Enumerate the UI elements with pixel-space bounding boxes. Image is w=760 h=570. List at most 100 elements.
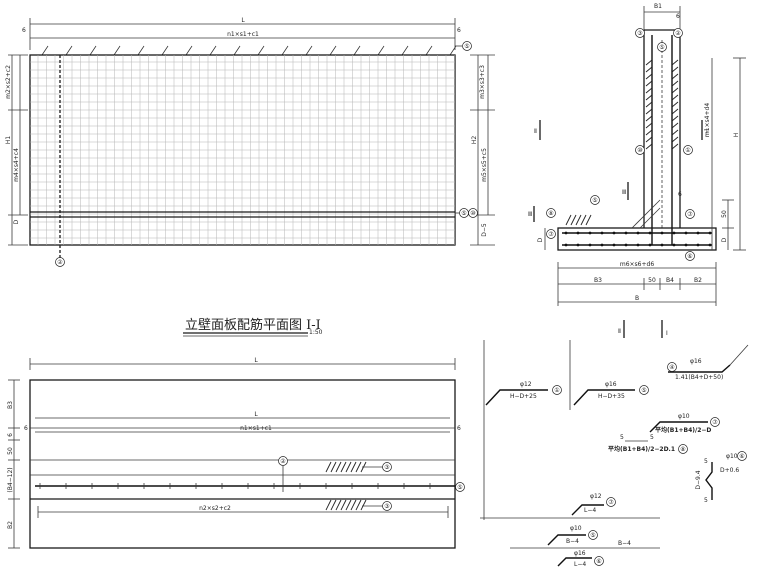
- sec-mark-1a: Ⅰ: [706, 128, 708, 135]
- detail-1-id: [552, 385, 562, 395]
- sec-mark-3b: Ⅲ: [528, 211, 532, 218]
- elev-end-mark-left: 6: [22, 27, 26, 34]
- plan-lap-hatch: [325, 461, 367, 511]
- sec-callout-8: [546, 208, 556, 218]
- detail-9-len: L−4: [574, 561, 586, 568]
- detail-8-id-label: ⑤: [590, 532, 595, 539]
- sec-mark-2a: Ⅱ: [534, 128, 537, 135]
- sec-dim-inner: m1×s4+d4: [704, 103, 711, 137]
- plan-view: L L n1×s1+c1 6 6 n2×s2+c2 B3 6 50 (B4−1: [7, 357, 465, 549]
- detail-9-id: [594, 556, 604, 566]
- sec-callout-5top-label: ⑤: [659, 44, 664, 51]
- detail-5-id: [737, 451, 747, 461]
- sec-dim-b2: B2: [694, 277, 702, 284]
- detail-extra-5d: 5: [704, 497, 708, 504]
- detail-2-id-label: ⑤: [641, 387, 646, 394]
- sec-callout-10: [635, 145, 645, 155]
- plan-callout-3a: [382, 462, 392, 472]
- plan-left-b2: B2: [7, 521, 14, 529]
- plan-callout-3b: [382, 501, 392, 511]
- detail-3-dia: φ16: [690, 358, 702, 365]
- plan-dim-inner: n1×s1+c1: [240, 425, 272, 432]
- elev-callout-5a-label: ⑤: [464, 43, 469, 50]
- sec-callout-7b: [685, 209, 695, 219]
- elev-bottom-right2: D−5: [481, 223, 488, 237]
- detail-4-id-label: ⑦: [712, 419, 718, 426]
- detail-2-dia: φ16: [605, 381, 617, 388]
- elev-left-top: m2×s2+c2: [5, 65, 12, 99]
- sec-callout-7a-label: ⑦: [548, 231, 554, 238]
- detail-5-id-label: ⑥: [739, 453, 744, 460]
- sec-dim-50b: 50: [648, 277, 656, 284]
- sec-callout-5-label: ⑤: [592, 197, 597, 204]
- title-text: 立壁面板配筋平面图 I-I: [185, 317, 321, 333]
- detail-small-5b: 5: [650, 434, 654, 441]
- sec-callout-3-label: ③: [637, 30, 642, 37]
- sec-callout-6-label: ⑥: [687, 253, 692, 260]
- sec-mark-3a: Ⅲ: [622, 189, 626, 196]
- sec-callout-5top: [657, 42, 667, 52]
- sec-dim-b1: B1: [654, 3, 662, 10]
- detail-1-dia: φ12: [520, 381, 532, 388]
- plan-callout-2: [278, 456, 288, 466]
- plan-rebar-ticks: [39, 483, 431, 489]
- sec-callout-3: [635, 28, 645, 38]
- plan-dim-l: L: [254, 411, 258, 418]
- sec-callout-1-label: ①: [685, 147, 690, 154]
- sec-dim-b4: B4: [666, 277, 674, 284]
- sec-stem-hatch: [645, 59, 679, 150]
- detail-1-len: H−D+25: [510, 393, 537, 400]
- section-view: B1 6 H m1×s4+d4 50 D D: [528, 3, 746, 338]
- sec-dim-d2: D: [537, 237, 544, 242]
- sec-callout-8-label: ⑧: [548, 210, 553, 217]
- drawing-title: 立壁面板配筋平面图 I-I 1:50: [183, 317, 323, 337]
- sec-dim-b1-side: 6: [676, 13, 680, 20]
- elev-callout-2: [55, 257, 65, 267]
- elev-callout-5b-label: ⑤: [461, 210, 466, 217]
- elev-dim-total: L: [241, 17, 245, 24]
- sec-callout-7b-label: ⑦: [687, 211, 693, 218]
- sec-callout-10-label: ⑩: [637, 147, 642, 154]
- plan-callout-5-label: ⑤: [457, 484, 462, 491]
- sec-mark-1b: Ⅰ: [666, 330, 668, 337]
- sec-callout-6: [685, 251, 695, 261]
- sec-dim-6: 6: [678, 191, 682, 198]
- detail-2-id: [639, 385, 649, 395]
- detail-4-id: [710, 417, 720, 427]
- elev-left-h: H1: [5, 136, 12, 145]
- detail-8-id: [588, 530, 598, 540]
- elev-right-mid: m5×s5+c5: [481, 148, 488, 182]
- detail-5-len: D+0.6: [720, 467, 739, 474]
- detail-7-dia: φ12: [590, 493, 602, 500]
- elev-rebar-grid: [30, 55, 455, 245]
- plan-left-6: 6: [7, 433, 14, 437]
- sec-dim-b3: B3: [594, 277, 602, 284]
- elev-callout-10: [468, 208, 478, 218]
- detail-5-dia: φ10: [726, 453, 738, 460]
- elev-dim-inner: n1×s1+c1: [227, 31, 259, 38]
- sec-callout-5: [590, 195, 600, 205]
- sec-dim-50: 50: [721, 210, 728, 218]
- sec-dim-b: B: [635, 295, 639, 302]
- plan-dim-bottom: n2×s2+c2: [199, 505, 231, 512]
- detail-8-dia: φ10: [570, 525, 582, 532]
- detail-4-dia: φ10: [678, 413, 690, 420]
- sec-callout-2: [673, 28, 683, 38]
- elev-callout-10-label: ⑩: [470, 210, 475, 217]
- plan-left-b3: B3: [7, 401, 14, 409]
- detail-7-id-label: ⑦: [608, 499, 614, 506]
- plan-callout-3b-label: ③: [384, 503, 389, 510]
- detail-9-dia: φ16: [574, 550, 586, 557]
- plan-callout-2-label: ②: [280, 458, 286, 465]
- elev-right-top: m3×s3+c3: [479, 65, 486, 99]
- detail-6-id: [678, 444, 688, 454]
- elevation-view: L n1×s1+c1 6 6 m2×s2+c2 H1 m4×s4+c4 D: [5, 17, 495, 267]
- sec-callout-1: [683, 145, 693, 155]
- elev-callout-5a: [462, 41, 472, 51]
- plan-end-right: 6: [457, 425, 461, 432]
- elev-top-hooks: [41, 45, 457, 56]
- title-scale: 1:50: [309, 329, 323, 336]
- sec-dim-h: H: [733, 133, 740, 138]
- bar-details: φ12 H−D+25 ① φ16 H−D+35 ⑤ φ16 1.41(B4+D+…: [480, 340, 749, 568]
- detail-small-5a: 5: [620, 434, 624, 441]
